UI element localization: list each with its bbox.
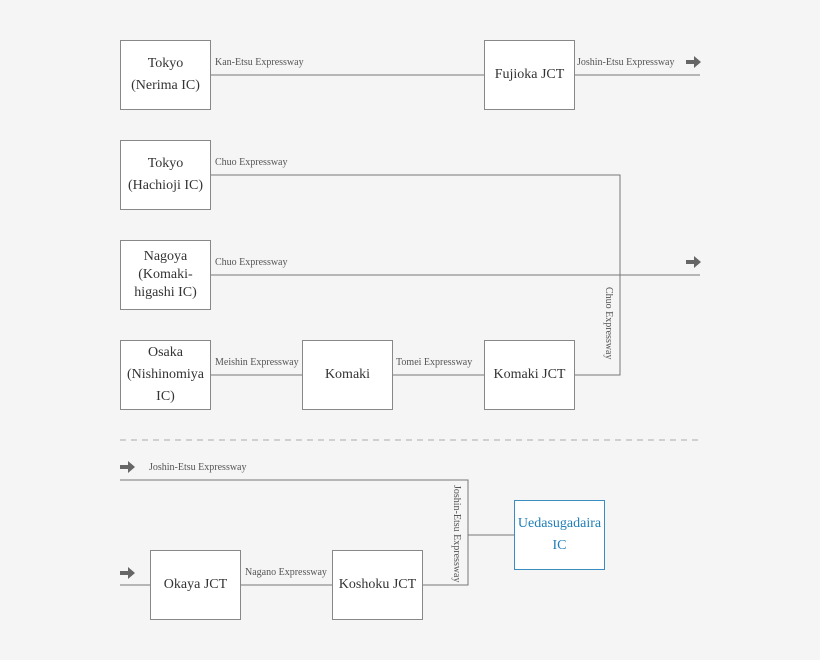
road-label-joshin-etsu-top: Joshin-Etsu Expressway [577, 57, 675, 68]
arrow-right-icon [120, 567, 135, 579]
arrow-right-icon [686, 256, 701, 268]
node-nagoya-komaki: Nagoya(Komaki-higashi IC) [120, 240, 211, 310]
road-label-kan-etsu: Kan-Etsu Expressway [215, 57, 304, 68]
node-tokyo-hachioji: Tokyo(Hachioji IC) [120, 140, 211, 210]
joshin-etsu-loop-line [120, 479, 469, 586]
road-label-tomei: Tomei Expressway [396, 357, 473, 368]
arrow-right-icon [686, 56, 701, 68]
road-label-chuo-hachioji: Chuo Expressway [215, 157, 288, 168]
road-label-nagano: Nagano Expressway [245, 567, 327, 578]
node-koshoku-jct: Koshoku JCT [332, 550, 423, 620]
road-label-joshin-etsu-vertical: Joshin-Etsu Expressway [451, 485, 462, 583]
road-label-joshin-etsu-continue: Joshin-Etsu Expressway [149, 462, 247, 473]
node-okaya-jct: Okaya JCT [150, 550, 241, 620]
node-komaki: Komaki [302, 340, 393, 410]
node-tokyo-nerima: Tokyo(Nerima IC) [120, 40, 211, 110]
node-komaki-jct: Komaki JCT [484, 340, 575, 410]
road-label-meishin: Meishin Expressway [215, 357, 299, 368]
road-label-chuo-vertical: Chuo Expressway [603, 287, 614, 360]
arrow-right-icon [120, 461, 135, 473]
node-osaka-nishinomiya: Osaka(Nishinomiya IC) [120, 340, 211, 410]
road-label-chuo-nagoya: Chuo Expressway [215, 257, 288, 268]
node-fujioka-jct: Fujioka JCT [484, 40, 575, 110]
